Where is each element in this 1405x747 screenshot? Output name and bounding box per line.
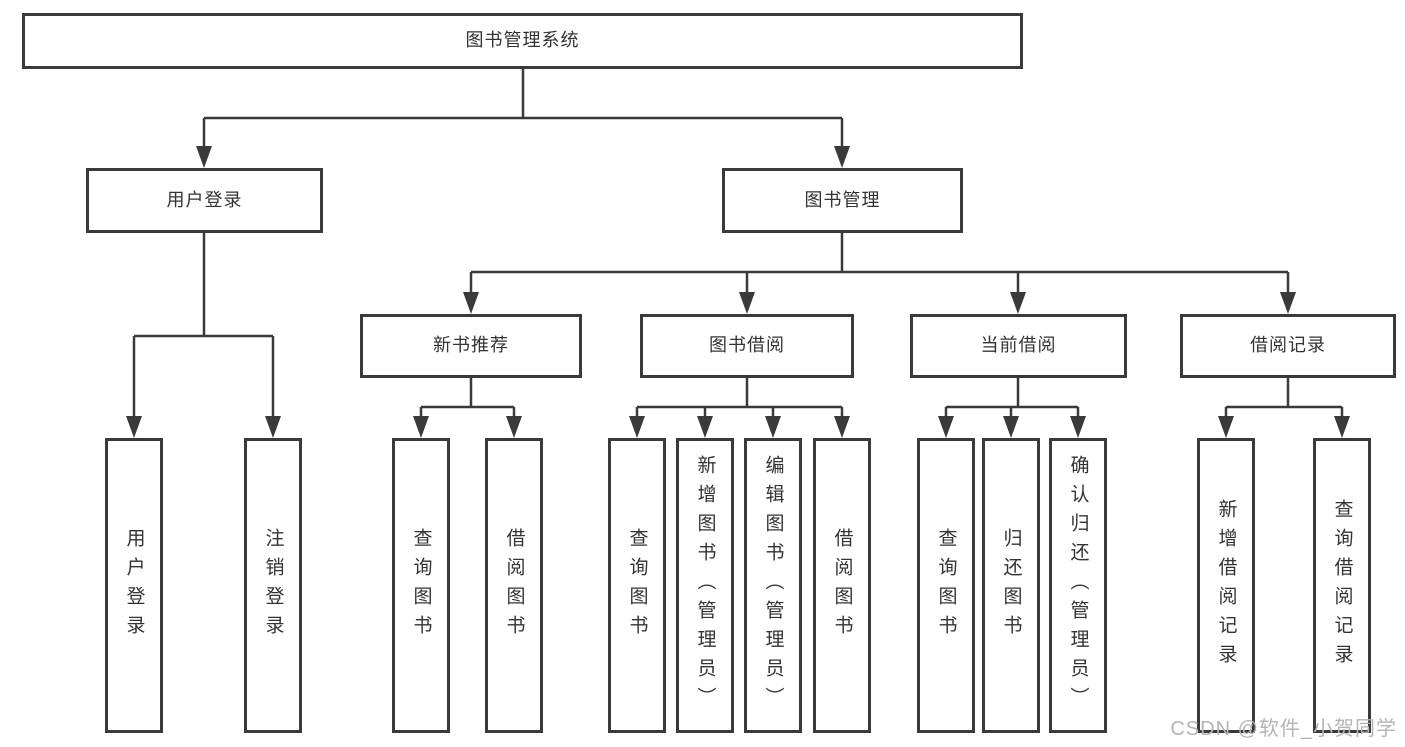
node-label: 借阅记录 <box>1250 335 1326 356</box>
node-book-management: 图书管理 <box>722 168 963 233</box>
node-label: 查询图书 <box>626 527 648 644</box>
leaf-borrow-books-newbook: 借阅图书 <box>485 438 543 733</box>
node-label: 归还图书 <box>1000 527 1022 644</box>
leaf-edit-books-admin: 编辑图书（管理员） <box>744 438 802 733</box>
node-library-management-system: 图书管理系统 <box>22 13 1023 69</box>
leaf-query-books-newbook: 查询图书 <box>392 438 450 733</box>
node-label: 新书推荐 <box>433 335 509 356</box>
node-label: 注销登录 <box>262 527 284 644</box>
node-label: 查询图书 <box>935 527 957 644</box>
node-label: 借阅图书 <box>831 527 853 644</box>
node-book-borrow: 图书借阅 <box>640 314 854 378</box>
node-label: 查询借阅记录 <box>1331 498 1353 673</box>
leaf-borrow-books-borrow: 借阅图书 <box>813 438 871 733</box>
node-user-login: 用户登录 <box>86 168 323 233</box>
node-label: 当前借阅 <box>980 335 1057 356</box>
leaf-query-books-borrow: 查询图书 <box>608 438 666 733</box>
node-label: 图书借阅 <box>709 335 785 356</box>
node-label: 新增图书（管理员） <box>694 455 716 716</box>
leaf-confirm-return-admin: 确认归还（管理员） <box>1049 438 1107 733</box>
node-label: 图书管理 <box>804 189 881 210</box>
node-borrow-records: 借阅记录 <box>1180 314 1396 378</box>
node-label: 编辑图书（管理员） <box>762 455 784 716</box>
node-label: 查询图书 <box>410 527 432 644</box>
watermark: CSDN @软件_小贺同学 <box>1170 718 1397 740</box>
node-label: 用户登录 <box>123 527 145 644</box>
leaf-logout-login: 注销登录 <box>244 438 302 733</box>
leaf-query-borrow-record: 查询借阅记录 <box>1313 438 1371 733</box>
leaf-return-books: 归还图书 <box>982 438 1040 733</box>
node-label: 确认归还（管理员） <box>1067 455 1089 716</box>
node-current-borrow: 当前借阅 <box>910 314 1127 378</box>
leaf-add-borrow-record: 新增借阅记录 <box>1197 438 1255 733</box>
node-new-book-recommend: 新书推荐 <box>360 314 582 378</box>
node-label: 新增借阅记录 <box>1215 498 1237 673</box>
leaf-add-books-admin: 新增图书（管理员） <box>676 438 734 733</box>
node-label: 借阅图书 <box>503 527 525 644</box>
node-label: 图书管理系统 <box>465 30 580 51</box>
leaf-query-books-current: 查询图书 <box>917 438 975 733</box>
node-label: 用户登录 <box>166 189 243 210</box>
leaf-user-login: 用户登录 <box>105 438 163 733</box>
